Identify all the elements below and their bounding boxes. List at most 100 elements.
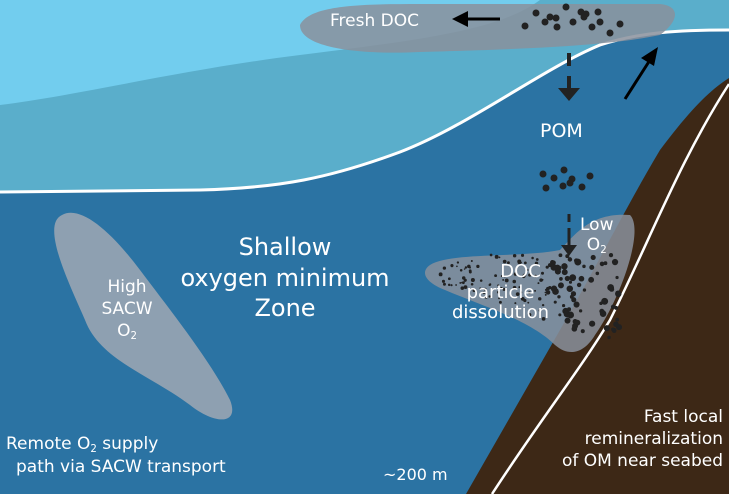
particle-dot xyxy=(607,335,611,340)
particle-dot xyxy=(609,286,615,292)
particle-dot xyxy=(567,307,572,312)
particle-dot xyxy=(463,285,468,290)
particle-dot xyxy=(545,265,549,269)
particle-dot xyxy=(460,286,465,290)
particle-dot xyxy=(479,279,483,282)
particle-dot xyxy=(612,328,617,333)
particle-dot xyxy=(615,290,622,298)
particle-dot xyxy=(512,279,517,284)
particle-dot xyxy=(599,261,605,267)
particle-dot xyxy=(470,282,474,286)
particle-dot xyxy=(514,302,517,305)
particle-dot xyxy=(580,329,585,334)
high-label: High xyxy=(107,277,147,297)
particle-dot xyxy=(518,286,521,289)
particle-dot xyxy=(467,264,471,269)
particle-dot xyxy=(589,320,596,327)
particle-dot xyxy=(552,288,559,295)
remote-supply-line1: Remote O2 supply xyxy=(6,434,159,456)
particle-dot xyxy=(548,285,552,290)
particle-dot xyxy=(470,260,473,262)
particle-dot xyxy=(512,254,517,258)
particle-dot xyxy=(523,298,527,303)
particle-dot xyxy=(577,8,585,16)
omz-label: Shallow oxygen minimum Zone xyxy=(175,232,395,324)
particle-dot xyxy=(534,289,537,292)
particle-dot xyxy=(541,317,546,321)
particle-dot xyxy=(494,274,498,278)
fast-remin-line2: remineralization xyxy=(584,429,723,450)
particle-dot xyxy=(550,174,558,182)
particle-dot xyxy=(438,272,443,277)
fast-remin-line3: of OM near seabed xyxy=(561,451,723,472)
particle-dot xyxy=(576,282,582,288)
high-sacw-blob xyxy=(54,212,233,420)
low-o2-label: Low O2 xyxy=(580,215,613,256)
particle-dot xyxy=(559,182,567,190)
particle-dot xyxy=(552,14,560,22)
particle-dot xyxy=(504,278,509,283)
arrow-up-right-icon xyxy=(623,47,658,100)
doc-dissolution-line2: particle xyxy=(466,281,535,303)
particle-dot xyxy=(497,290,500,294)
particle-dot xyxy=(447,277,451,281)
particle-dot xyxy=(559,277,563,281)
seabed-boundary-line xyxy=(490,83,729,494)
particle-dot xyxy=(503,275,506,278)
remote-supply-line2: path via SACW transport xyxy=(16,457,226,478)
particle-dot xyxy=(484,295,488,299)
omz-line2: oxygen minimum xyxy=(180,263,390,292)
particle-dot xyxy=(569,18,577,26)
particle-dot xyxy=(527,312,532,317)
particle-dot xyxy=(531,256,534,260)
particle-dot xyxy=(468,269,472,273)
omz-line1: Shallow xyxy=(238,233,332,261)
particle-dot xyxy=(541,278,544,281)
particle-dot xyxy=(476,264,480,269)
particle-dot xyxy=(578,275,585,282)
particle-dot xyxy=(488,283,491,287)
particle-dot xyxy=(459,281,462,284)
particle-dot xyxy=(528,273,532,277)
particle-dot xyxy=(500,286,503,290)
particle-dot xyxy=(545,290,551,295)
particle-dot xyxy=(463,268,466,270)
fast-remin-line1: Fast local xyxy=(643,407,723,427)
particle-dot xyxy=(616,324,623,331)
particle-dot xyxy=(464,266,468,269)
particle-dot xyxy=(553,300,557,304)
particle-dot xyxy=(456,265,458,268)
particle-dot xyxy=(483,287,487,291)
particle-dot xyxy=(513,272,518,276)
particle-dot xyxy=(542,184,550,192)
fast-remin-label: Fast local remineralization of OM near s… xyxy=(562,406,723,472)
particle-dots xyxy=(438,3,624,340)
particle-dot xyxy=(566,285,574,292)
particle-dot xyxy=(567,257,573,262)
doc-dissolution-line1: DOC xyxy=(500,261,541,282)
particle-dot xyxy=(615,275,619,280)
particle-dot xyxy=(450,264,454,268)
pom-label: POM xyxy=(540,120,583,142)
particle-dot xyxy=(523,261,527,265)
particle-dot xyxy=(541,18,549,26)
particle-dot xyxy=(595,271,600,276)
particle-dot xyxy=(571,297,577,303)
particle-dot xyxy=(498,297,500,300)
omz-line3: Zone xyxy=(254,294,316,323)
particle-dot xyxy=(442,282,446,286)
fresh-doc-label: Fresh DOC xyxy=(330,11,419,31)
particle-dot xyxy=(517,260,522,265)
particle-dot xyxy=(553,23,561,31)
particle-dot xyxy=(565,254,570,259)
particle-dot xyxy=(589,264,595,270)
particle-dot xyxy=(557,295,561,299)
sacw-o2-label: O2 xyxy=(117,321,137,343)
particle-dot xyxy=(594,8,602,16)
particle-dot xyxy=(567,311,575,319)
particle-dot xyxy=(606,29,614,37)
arrow-down-icon-2 xyxy=(561,214,577,256)
particle-dot xyxy=(455,284,457,286)
particle-dot xyxy=(561,269,568,276)
